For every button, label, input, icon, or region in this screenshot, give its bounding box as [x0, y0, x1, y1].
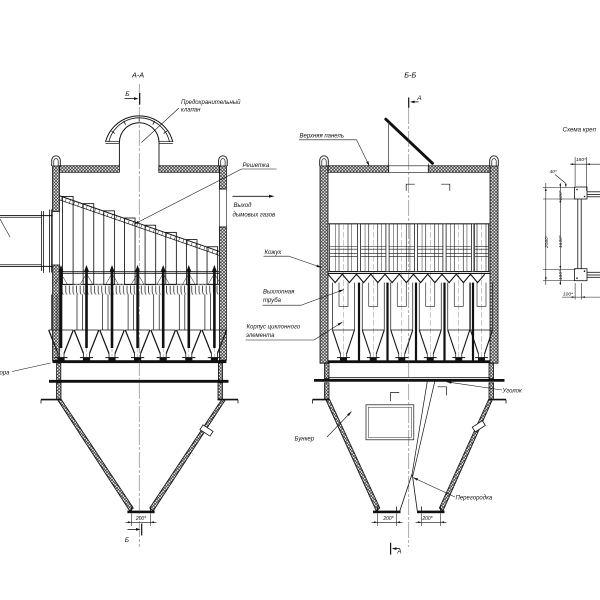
svg-text:Схема креп: Схема креп — [563, 127, 597, 134]
svg-text:200*: 200* — [135, 516, 147, 522]
svg-text:Выход: Выход — [234, 203, 253, 209]
svg-text:А-А: А-А — [131, 71, 144, 80]
svg-text:180*: 180* — [558, 190, 564, 200]
svg-text:1630*: 1630* — [558, 235, 564, 248]
svg-text:ора: ора — [0, 371, 10, 377]
svg-text:180*: 180* — [558, 270, 564, 280]
svg-text:Корпус циклонного: Корпус циклонного — [247, 325, 301, 331]
svg-text:Бункер: Бункер — [295, 437, 315, 443]
svg-text:200*: 200* — [382, 516, 394, 522]
svg-text:Б: Б — [125, 537, 129, 544]
svg-text:40*: 40* — [550, 169, 557, 175]
svg-text:Кожух: Кожух — [265, 250, 283, 256]
svg-text:клапан: клапан — [181, 108, 201, 114]
svg-text:Выхлопная: Выхлопная — [263, 290, 295, 296]
svg-text:Б-Б: Б-Б — [404, 71, 416, 80]
svg-text:Перегородка: Перегородка — [456, 496, 493, 502]
svg-text:180*: 180* — [576, 157, 586, 163]
svg-text:Уголок: Уголок — [502, 389, 524, 395]
svg-text:200*: 200* — [421, 516, 433, 522]
svg-text:дымовых газов: дымовых газов — [233, 213, 276, 219]
svg-text:элемента: элемента — [246, 333, 275, 339]
svg-text:труба: труба — [263, 298, 282, 304]
svg-text:Б: Б — [125, 91, 129, 98]
svg-text:Предохранительный: Предохранительный — [181, 99, 241, 106]
svg-text:Верхняя панель: Верхняя панель — [300, 134, 344, 140]
svg-text:2080*: 2080* — [544, 235, 550, 249]
svg-text:А: А — [416, 95, 421, 102]
svg-text:100*: 100* — [563, 291, 573, 297]
svg-text:А: А — [396, 549, 401, 556]
svg-text:Решетка: Решетка — [243, 163, 270, 169]
